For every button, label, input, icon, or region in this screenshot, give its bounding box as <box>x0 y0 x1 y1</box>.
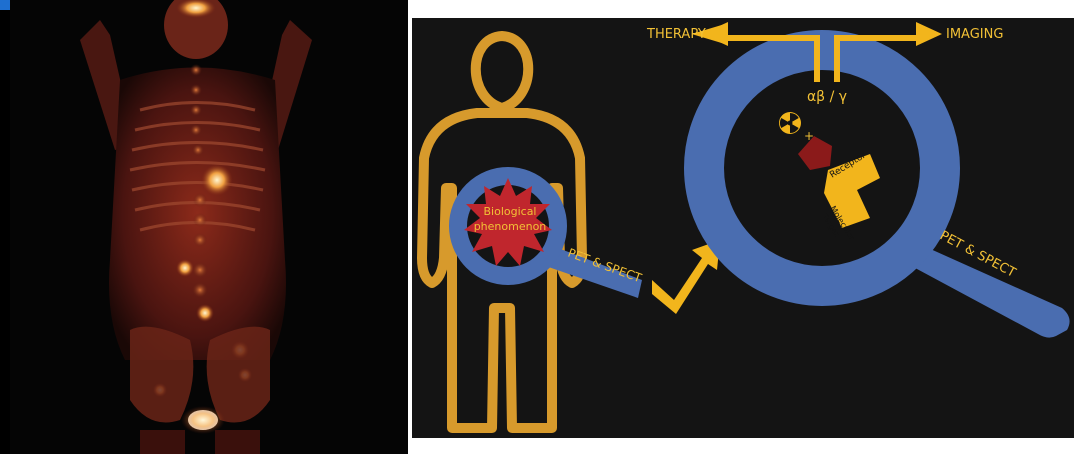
imaging-label: IMAGING <box>946 27 1003 42</box>
pet-scan-image <box>0 0 408 454</box>
pet-scan-illustration <box>0 0 408 454</box>
biological-label-line1: Biological <box>483 205 536 218</box>
therapy-label: THERAPY <box>646 27 706 42</box>
big-lens-ring <box>704 50 940 286</box>
radiation-label: αβ / γ <box>807 89 847 105</box>
radiation-icon <box>779 112 801 134</box>
nuclear-medicine-diagram: Biological phenomenon PET & SPECT PET & … <box>412 18 1074 438</box>
diagram-panel: Biological phenomenon PET & SPECT PET & … <box>412 18 1074 438</box>
biological-label-line2: phenomenon <box>474 220 547 233</box>
